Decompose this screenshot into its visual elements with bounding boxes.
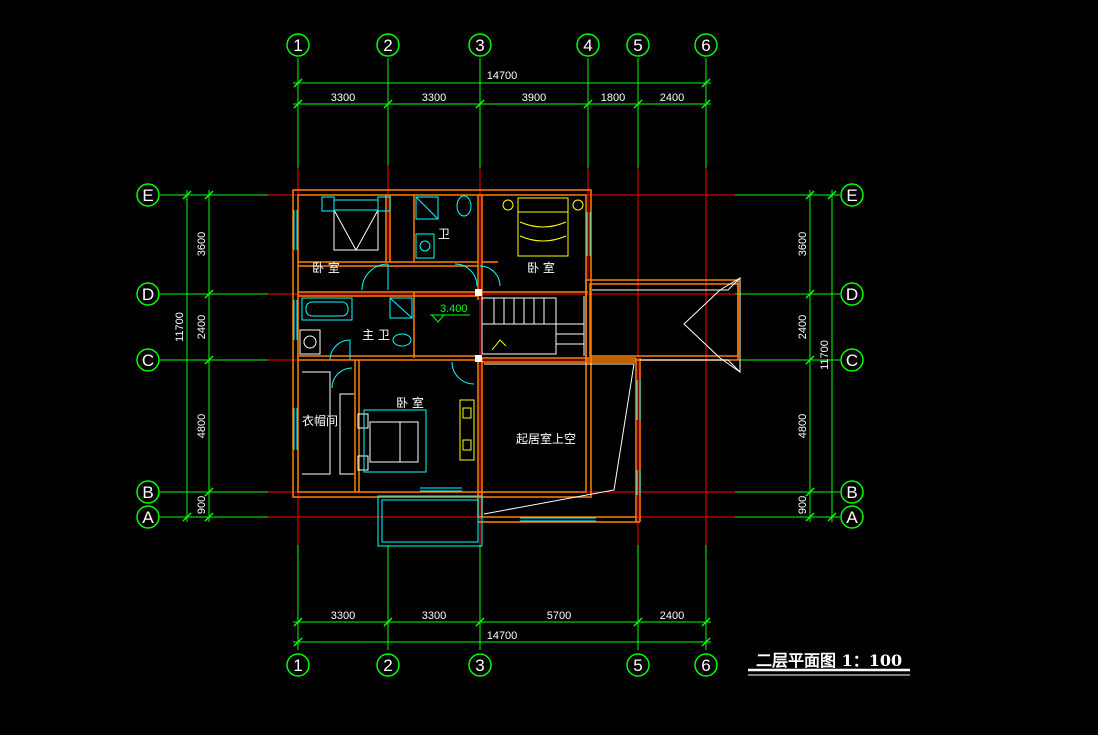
tv-cabinet [459, 399, 475, 461]
right-bubble-C: C [846, 351, 858, 370]
top-bubble-3: 3 [475, 36, 484, 55]
room-living-void: 起居室上空 [516, 431, 576, 446]
right-seg-3: 4800 [797, 414, 809, 438]
top-bubble-6: 6 [701, 36, 710, 55]
bottom-seg-1: 3300 [331, 610, 355, 622]
top-seg-5: 2400 [660, 92, 684, 104]
left-bubble-C: C [142, 351, 154, 370]
staircase [481, 296, 585, 356]
nightstands-nw [321, 196, 391, 212]
room-bedroom-ne: 卧 室 [527, 260, 555, 275]
bottom-bubble-1: 1 [293, 656, 302, 675]
windows [293, 210, 641, 547]
right-seg-2: 2400 [797, 315, 809, 339]
column-marker-2 [475, 355, 482, 362]
elevation-mark: 3.400 [440, 303, 468, 315]
top-seg-3: 3900 [522, 92, 546, 104]
top-bubble-5: 5 [633, 36, 642, 55]
doors [329, 263, 501, 389]
room-master-bath: 主 卫 [362, 328, 390, 342]
dimension-lines [160, 58, 840, 650]
left-bubble-D: D [142, 285, 154, 304]
top-seg-1: 3300 [331, 92, 355, 104]
bathtub [301, 297, 353, 321]
master-bath-washbasin [299, 329, 321, 355]
master-bed-frame [363, 409, 427, 473]
closet-shelves [302, 371, 354, 475]
bathroom-fixtures [415, 195, 472, 259]
dimension-ticks [182, 78, 837, 647]
right-bubble-B: B [846, 483, 857, 502]
bottom-seg-4: 2400 [660, 610, 684, 622]
right-total-dim: 11700 [819, 340, 831, 370]
left-axis-bubbles [136, 183, 160, 529]
top-bubble-1: 1 [293, 36, 302, 55]
bottom-bubble-2: 2 [383, 656, 392, 675]
top-seg-2: 3300 [422, 92, 446, 104]
bottom-bubble-6: 6 [701, 656, 710, 675]
room-bedroom-nw: 卧 室 [312, 260, 340, 275]
left-bubble-A: A [142, 508, 154, 527]
left-seg-1: 3600 [196, 232, 208, 256]
drawing-title: 二层平面图 1：100 [756, 651, 902, 670]
top-bubble-2: 2 [383, 36, 392, 55]
top-axis-bubbles [286, 33, 718, 57]
walls [292, 189, 739, 523]
right-seg-4: 900 [797, 496, 809, 514]
living-void-outline [483, 363, 635, 515]
master-bed [357, 409, 427, 473]
room-closet: 衣帽间 [302, 413, 338, 428]
top-seg-4: 1800 [601, 92, 625, 104]
column-marker-1 [475, 289, 482, 296]
left-seg-2: 2400 [196, 315, 208, 339]
elevation-triangle [431, 314, 445, 323]
right-bubble-A: A [846, 508, 858, 527]
master-bath-fixtures [389, 297, 413, 347]
right-axis-bubbles [840, 183, 864, 529]
top-bubble-4: 4 [583, 36, 592, 55]
bottom-bubble-5: 5 [633, 656, 642, 675]
left-bubble-B: B [142, 483, 153, 502]
top-total-dim: 14700 [487, 70, 518, 82]
room-bathroom: 卫 [438, 227, 450, 241]
stair-arrow [491, 339, 507, 351]
bottom-axis-bubbles [286, 653, 718, 677]
bottom-total-dim: 14700 [487, 630, 518, 642]
axis-lines [268, 165, 735, 545]
left-seg-4: 900 [196, 496, 208, 514]
right-bubble-E: E [846, 186, 857, 205]
bed-ne [502, 197, 584, 257]
bottom-seg-2: 3300 [422, 610, 446, 622]
room-master-bedroom: 卧 室 [396, 395, 424, 410]
porch-roof [592, 276, 741, 374]
right-seg-1: 3600 [797, 232, 809, 256]
bed-nw [333, 209, 379, 251]
left-bubble-E: E [142, 186, 153, 205]
left-total-dim: 11700 [174, 312, 186, 342]
bottom-seg-3: 5700 [547, 610, 571, 622]
bottom-bubble-3: 3 [475, 656, 484, 675]
right-bubble-D: D [846, 285, 858, 304]
left-seg-3: 4800 [196, 414, 208, 438]
